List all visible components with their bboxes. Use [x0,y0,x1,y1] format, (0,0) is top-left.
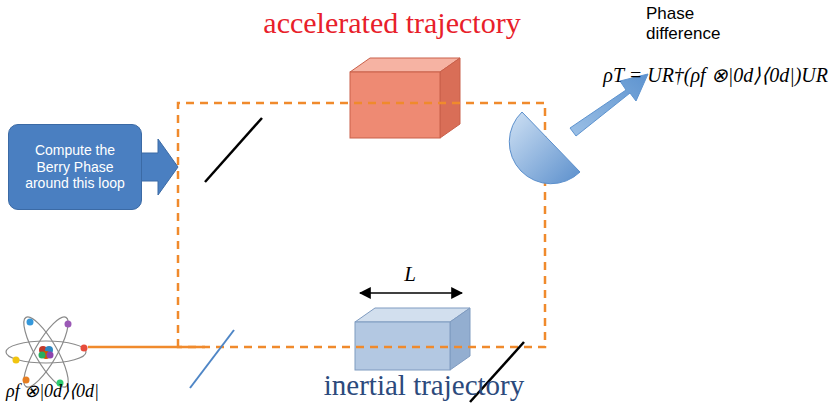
trajectory-title: accelerated trajectory [263,6,520,41]
electron [81,345,88,352]
electron [65,321,72,328]
nucleon [39,352,46,359]
nucleon [47,352,54,359]
interferometer-loop [178,103,545,347]
trajectory-title: inertial trajectory [324,369,524,402]
detector [509,112,580,184]
formula: ρT = UR†(ρf ⊗|0d⟩⟨0d|)UR [603,64,828,87]
orbit [6,341,86,363]
cavity-side [440,58,460,138]
cavity-front [350,72,440,138]
electron [27,319,34,326]
orbit [16,312,75,392]
orbit [16,312,75,392]
cavity-side [450,308,470,370]
length-arrow [360,292,462,294]
atom-icon [6,312,88,392]
state-label: ρf ⊗|0d⟩⟨0d| [6,381,99,402]
callout-box: Compute the Berry Phase around this loop [8,124,142,210]
output-label: Phase difference [646,4,746,43]
length-label: L [404,262,416,286]
callout-text: Compute the Berry Phase around this loop [17,142,133,192]
mirror [205,118,262,182]
pointer-arrow [140,139,178,195]
input-beam [88,346,205,349]
beam-splitter [190,330,234,388]
inertial-cavity [355,308,470,370]
electron [13,357,20,364]
accelerated-cavity [350,58,460,138]
